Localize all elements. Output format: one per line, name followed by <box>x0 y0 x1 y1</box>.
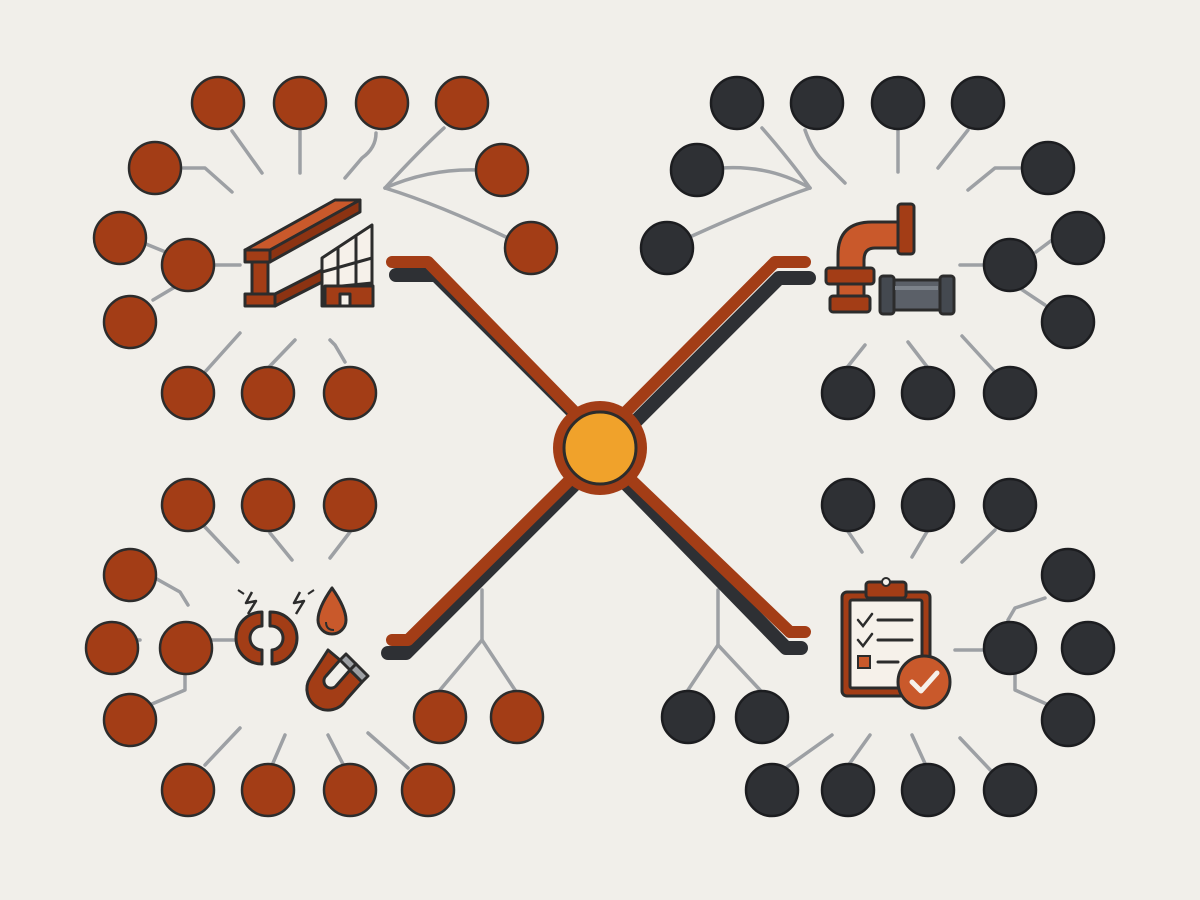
node-cluster-top-left <box>92 75 559 421</box>
bottom-right-node-11 <box>982 762 1038 818</box>
node-cluster-bottom-left <box>84 477 545 818</box>
bottom-left-node-12 <box>412 689 468 745</box>
bottom-right-node-3 <box>982 477 1038 533</box>
bottom-left-node-10 <box>322 762 378 818</box>
bottom-left-node-6 <box>158 620 214 676</box>
node-cluster-top-right <box>639 75 1106 421</box>
bottom-right-node-10 <box>900 762 956 818</box>
top-left-node-11 <box>160 365 216 421</box>
bottom-left-node-2 <box>240 477 296 533</box>
node-clusters <box>84 75 1116 818</box>
top-left-node-12 <box>240 365 296 421</box>
top-left-node-10 <box>503 220 559 276</box>
bottom-right-node-2 <box>900 477 956 533</box>
bottom-right-node-12 <box>660 689 716 745</box>
bottom-right-node-6 <box>1060 620 1116 676</box>
top-right-node-8 <box>1050 210 1106 266</box>
top-right-node-6 <box>1020 140 1076 196</box>
top-right-node-4 <box>950 75 1006 131</box>
top-left-node-5 <box>127 140 183 196</box>
top-right-node-11 <box>820 365 876 421</box>
bottom-left-node-7 <box>102 692 158 748</box>
bottom-left-node-9 <box>240 762 296 818</box>
top-left-node-8 <box>160 237 216 293</box>
top-right-node-5 <box>669 142 725 198</box>
pipe-elbow-fitting-icon <box>824 202 956 316</box>
top-left-node-1 <box>190 75 246 131</box>
top-right-node-7 <box>639 220 695 276</box>
bottom-left-node-1 <box>160 477 216 533</box>
corrosion-magnet-icon <box>234 586 370 712</box>
bottom-right-node-1 <box>820 477 876 533</box>
top-left-node-3 <box>354 75 410 131</box>
top-right-node-9 <box>982 237 1038 293</box>
node-cluster-bottom-right <box>660 477 1116 818</box>
top-left-node-4 <box>434 75 490 131</box>
steel-beam-building-icon <box>243 198 375 308</box>
top-right-node-10 <box>1040 294 1096 350</box>
top-left-node-9 <box>102 294 158 350</box>
bottom-left-node-8 <box>160 762 216 818</box>
top-left-node-13 <box>322 365 378 421</box>
center-hub <box>553 401 647 495</box>
bottom-right-node-8 <box>744 762 800 818</box>
bottom-left-node-5 <box>84 620 140 676</box>
top-left-node-6 <box>474 142 530 198</box>
bottom-left-node-11 <box>400 762 456 818</box>
bottom-left-node-4 <box>102 547 158 603</box>
top-right-node-12 <box>900 365 956 421</box>
bottom-left-node-13 <box>489 689 545 745</box>
bottom-left-node-3 <box>322 477 378 533</box>
inspection-checklist-icon <box>840 577 952 710</box>
top-left-node-7 <box>92 210 148 266</box>
bottom-right-node-4 <box>1040 547 1096 603</box>
top-right-node-3 <box>870 75 926 131</box>
top-right-node-13 <box>982 365 1038 421</box>
bottom-right-node-13 <box>734 689 790 745</box>
top-right-node-1 <box>709 75 765 131</box>
bottom-right-node-9 <box>820 762 876 818</box>
top-left-node-2 <box>272 75 328 131</box>
top-right-node-2 <box>789 75 845 131</box>
bottom-right-node-7 <box>1040 692 1096 748</box>
bottom-right-node-5 <box>982 620 1038 676</box>
